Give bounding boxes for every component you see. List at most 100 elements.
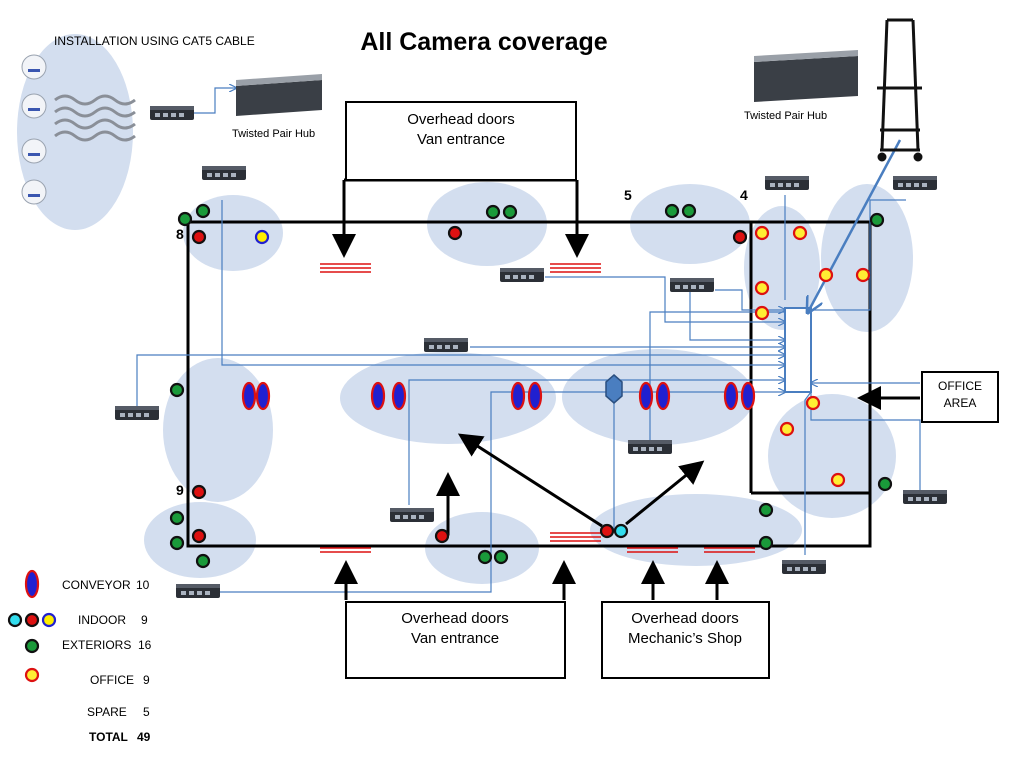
dome-cameras-illustration (21, 54, 136, 205)
zone-number-5: 5 (624, 187, 632, 203)
twisted-pair-hub-right (754, 50, 858, 102)
legend-office-label: OFFICE (90, 673, 134, 687)
conveyor-camera (723, 381, 739, 411)
door-label-top-line1: Overhead doors (407, 111, 515, 128)
installation-label: INSTALLATION USING CAT5 CABLE (54, 34, 255, 48)
network-switch (500, 268, 544, 282)
exterior-camera (502, 204, 518, 220)
legend-indoor-swatch (7, 612, 57, 628)
office-area-line1: OFFICE (938, 379, 982, 393)
indoor-camera (191, 484, 207, 500)
coverage-area (630, 184, 750, 264)
conveyor-camera (255, 381, 271, 411)
network-switch (782, 560, 826, 574)
exterior-camera (869, 212, 885, 228)
legend-exterior-label: EXTERIORS (62, 638, 131, 652)
legend-exterior-count: 16 (138, 638, 152, 652)
office-camera (754, 280, 770, 296)
door-label-br-line2: Mechanic’s Shop (628, 630, 742, 647)
network-switch (765, 176, 809, 190)
exterior-camera (195, 203, 211, 219)
office-area-label: OFFICE AREA (921, 371, 999, 423)
exterior-camera (177, 211, 193, 227)
legend-total-label: TOTAL (89, 730, 128, 744)
office-camera (818, 267, 834, 283)
conveyor-camera (510, 381, 526, 411)
network-switch (115, 406, 159, 420)
cameras (169, 203, 893, 569)
legend-conveyor-count: 10 (136, 578, 150, 592)
door-label-br-line1: Overhead doors (631, 610, 739, 627)
door-label-bottom-left: Overhead doors Van entrance (345, 601, 566, 679)
exterior-camera (169, 382, 185, 398)
hub-label-left: Twisted Pair Hub (232, 128, 315, 140)
conveyor-camera (391, 381, 407, 411)
office-camera (830, 472, 846, 488)
conveyor-camera (370, 381, 386, 411)
conveyor-camera (638, 381, 654, 411)
network-switch (903, 490, 947, 504)
building-outline (186, 220, 872, 548)
uplink-line (808, 139, 902, 312)
door-markers (320, 263, 755, 553)
equipment-rack (877, 18, 923, 162)
legend-indoor-label: INDOOR (78, 613, 126, 627)
exterior-camera (169, 535, 185, 551)
legend-spare-label: SPARE (87, 705, 127, 719)
office-area-line2: AREA (944, 396, 977, 410)
coverage-area (163, 358, 273, 502)
zone-number-9: 9 (176, 482, 184, 498)
legend-office-swatch (24, 667, 40, 683)
coverage-area (425, 512, 539, 584)
conveyor-junction (605, 374, 623, 404)
exterior-camera (477, 549, 493, 565)
office-camera (792, 225, 808, 241)
hub-label-right: Twisted Pair Hub (744, 110, 827, 122)
office-camera (855, 267, 871, 283)
exterior-camera (485, 204, 501, 220)
network-switch (893, 176, 937, 190)
office-camera (779, 421, 795, 437)
legend-spare-count: 5 (143, 705, 150, 719)
indoor-camera (447, 225, 463, 241)
indoor-camera (191, 229, 207, 245)
conveyor-camera (740, 381, 756, 411)
coverage-area (340, 352, 556, 444)
coverage-area (17, 34, 133, 230)
exterior-camera (169, 510, 185, 526)
door-label-top-line2: Van entrance (417, 131, 505, 148)
exterior-camera (758, 535, 774, 551)
network-switch (628, 440, 672, 454)
legend-office-count: 9 (143, 673, 150, 687)
exterior-camera (681, 203, 697, 219)
indoor-camera (434, 528, 450, 544)
indoor-camera (599, 523, 615, 539)
exterior-camera (664, 203, 680, 219)
door-label-bl-line1: Overhead doors (401, 610, 509, 627)
exterior-camera (877, 476, 893, 492)
exterior-camera (195, 553, 211, 569)
page-title: All Camera coverage (360, 28, 607, 56)
network-switch (202, 166, 246, 180)
indoor-camera (732, 229, 748, 245)
indoor-camera (191, 528, 207, 544)
conveyor-camera (241, 381, 257, 411)
legend-conveyor-swatch (24, 569, 40, 599)
zone-number-8: 8 (176, 226, 184, 242)
twisted-pair-hub-left (236, 74, 322, 116)
conveyor-camera (655, 381, 671, 411)
coverage-area (427, 182, 547, 266)
network-switch (176, 584, 220, 598)
legend-conveyor-label: CONVEYOR (62, 578, 131, 592)
exterior-camera (493, 549, 509, 565)
network-switch (670, 278, 714, 292)
zone-number-4: 4 (740, 187, 748, 203)
exterior-camera (758, 502, 774, 518)
network-switch (150, 106, 194, 120)
indoor-camera-yellow (254, 229, 270, 245)
legend-total-count: 49 (137, 730, 151, 744)
indoor-camera-cyan (613, 523, 629, 539)
patch-panel (784, 307, 812, 393)
legend: CONVEYOR 10 INDOOR 9 EXTERIORS 16 OFFICE… (7, 569, 152, 744)
